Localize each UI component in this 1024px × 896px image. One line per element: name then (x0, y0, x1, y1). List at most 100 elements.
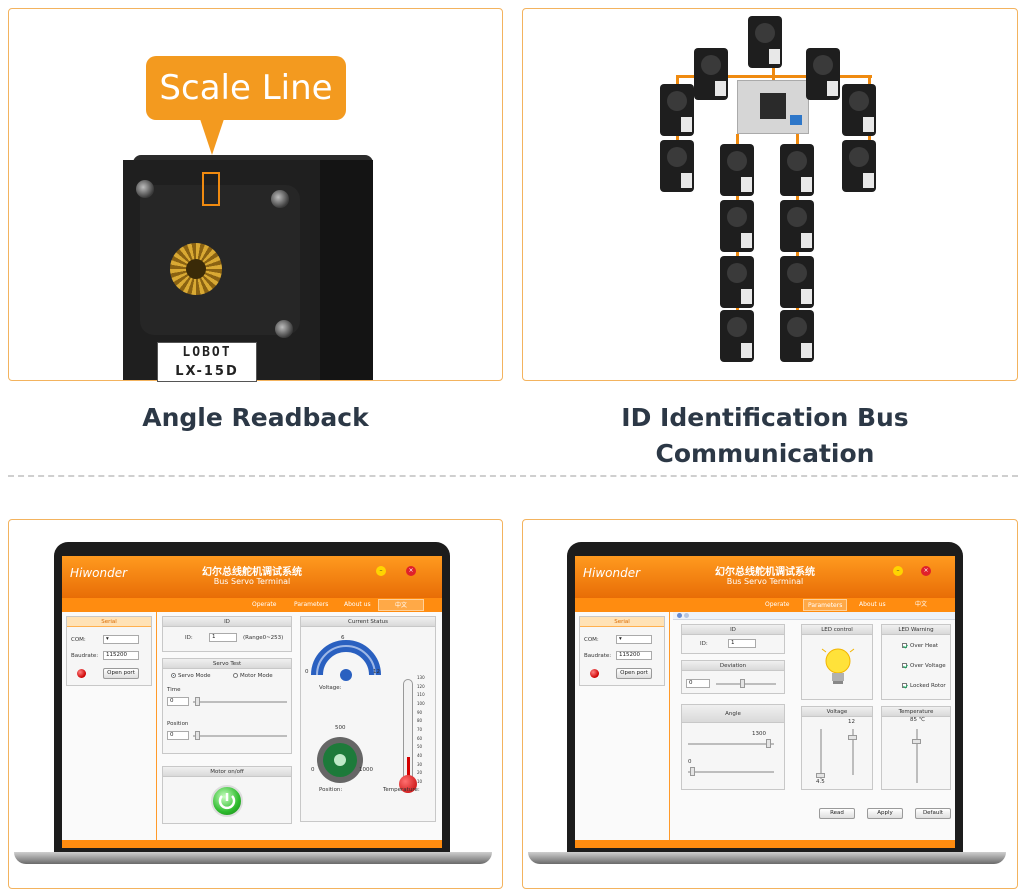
temperature-tick: 30 (417, 761, 423, 767)
minimize-icon[interactable]: – (893, 566, 903, 576)
voltage-mid: 6 (341, 635, 345, 641)
temperature-tick: 90 (417, 709, 423, 715)
app-title-cn: 幻尔总线舵机调试系统 (715, 567, 815, 578)
app-header: Hiwonder 幻尔总线舵机调试系统 Bus Servo Terminal –… (62, 556, 442, 598)
over-voltage-checkbox[interactable] (902, 663, 907, 668)
serial-title: Serial (580, 617, 664, 627)
id-range: (Range0~253) (243, 635, 284, 641)
voltage-title: Voltage (802, 707, 872, 717)
position-slider[interactable] (193, 735, 287, 737)
nav-parameters[interactable]: Parameters (294, 601, 329, 608)
baud-select[interactable]: 115200 (103, 651, 139, 660)
servo-icon (780, 200, 814, 252)
temperature-tick: 70 (417, 727, 423, 732)
voltage-max-slider[interactable] (852, 729, 854, 775)
serial-panel: Serial COM: ▾ Baudrate: 115200 Open port (579, 616, 665, 686)
nav-about[interactable]: About us (859, 601, 886, 608)
position-gauge-icon (317, 737, 363, 783)
nav-operate[interactable]: Operate (252, 601, 277, 608)
voltage-label: Voltage: (319, 685, 342, 691)
time-slider[interactable] (193, 701, 287, 703)
angle-min-slider[interactable] (688, 771, 774, 773)
close-icon[interactable]: × (406, 566, 416, 576)
angle-max-thumb[interactable] (766, 739, 771, 748)
read-button[interactable]: Read (819, 808, 855, 819)
light-bulb-icon[interactable] (820, 645, 856, 689)
deviation-slider-thumb[interactable] (740, 679, 745, 688)
motor-mode-radio[interactable] (233, 673, 238, 678)
output-gear-hole (186, 259, 206, 279)
open-port-button[interactable]: Open port (103, 668, 139, 679)
com-select[interactable]: ▾ (103, 635, 139, 644)
app-footer (62, 840, 442, 848)
apply-button[interactable]: Apply (867, 808, 903, 819)
time-input[interactable]: 0 (167, 697, 189, 706)
voltage-max-thumb[interactable] (848, 735, 857, 740)
temperature-slider[interactable] (916, 729, 918, 783)
voltage-min-slider[interactable] (820, 729, 822, 779)
app-nav: Operate Parameters About us 中文 (62, 598, 442, 612)
id-panel: ID ID: 1 (681, 624, 785, 654)
motor-panel: Motor on/off (162, 766, 292, 824)
over-heat-checkbox[interactable] (902, 643, 907, 648)
temperature-value: 85 ℃ (910, 717, 925, 723)
position-label: Position (167, 721, 189, 727)
nav-chinese[interactable]: 中文 (378, 599, 424, 611)
app-body: Serial COM: ▾ Baudrate: 115200 Open port… (62, 612, 442, 840)
servo-icon (720, 200, 754, 252)
laptop-base (14, 852, 492, 864)
deviation-slider[interactable] (716, 683, 776, 685)
servo-icon (720, 256, 754, 308)
default-button[interactable]: Default (915, 808, 951, 819)
back-icon[interactable] (677, 613, 682, 618)
deviation-title: Deviation (682, 661, 784, 671)
app-footer (575, 840, 955, 848)
power-button[interactable] (211, 785, 243, 817)
angle-min-value: 0 (688, 759, 692, 765)
hiwonder-logo: Hiwonder (70, 566, 128, 580)
servo-mode-radio[interactable] (171, 673, 176, 678)
position-mid: 500 (335, 725, 346, 731)
deviation-input[interactable]: 0 (686, 679, 710, 688)
minimize-icon[interactable]: – (376, 566, 386, 576)
servo-icon (780, 256, 814, 308)
position-input[interactable]: 0 (167, 731, 189, 740)
screw-icon (275, 320, 293, 338)
id-title: ID (163, 617, 291, 627)
app-title-en: Bus Servo Terminal (726, 577, 804, 586)
temperature-tick: 120 (417, 683, 425, 689)
position-slider-thumb[interactable] (195, 731, 200, 740)
com-select[interactable]: ▾ (616, 635, 652, 644)
servo-icon (660, 84, 694, 136)
id-input[interactable]: 1 (728, 639, 756, 648)
voltage-gauge-icon (311, 640, 381, 681)
nav-operate[interactable]: Operate (765, 601, 790, 608)
bus-communication-caption: ID Identification Bus Communication (621, 403, 909, 468)
angle-max-slider[interactable] (688, 743, 774, 745)
locked-rotor-checkbox[interactable] (902, 683, 907, 688)
position-min: 0 (311, 767, 315, 773)
time-slider-thumb[interactable] (195, 697, 200, 706)
nav-about[interactable]: About us (344, 601, 371, 608)
open-port-button[interactable]: Open port (616, 668, 652, 679)
nav-chinese[interactable]: 中文 (915, 601, 928, 608)
servo-brand: LOBOT (182, 345, 232, 360)
servo-model: LX-15D (175, 364, 239, 379)
over-voltage-label: Over Voltage (910, 663, 946, 669)
voltage-min-thumb[interactable] (816, 773, 825, 778)
forward-icon[interactable] (684, 613, 689, 618)
nav-parameters[interactable]: Parameters (803, 599, 848, 611)
angle-max-value: 1300 (752, 731, 766, 737)
temperature-panel: Temperature 85 ℃ (881, 706, 951, 790)
close-icon[interactable]: × (921, 566, 931, 576)
time-label: Time (167, 687, 181, 693)
voltage-max-value: 12 (848, 719, 855, 725)
baud-select[interactable]: 115200 (616, 651, 652, 660)
temperature-thumb[interactable] (912, 739, 921, 744)
app-body: Serial COM: ▾ Baudrate: 115200 Open port… (575, 612, 955, 840)
angle-min-thumb[interactable] (690, 767, 695, 776)
voltage-min-value: 4.5 (816, 779, 825, 785)
status-panel: Current Status 0 6 12 Voltage: 500 0 100… (300, 616, 436, 822)
id-input[interactable]: 1 (209, 633, 237, 642)
